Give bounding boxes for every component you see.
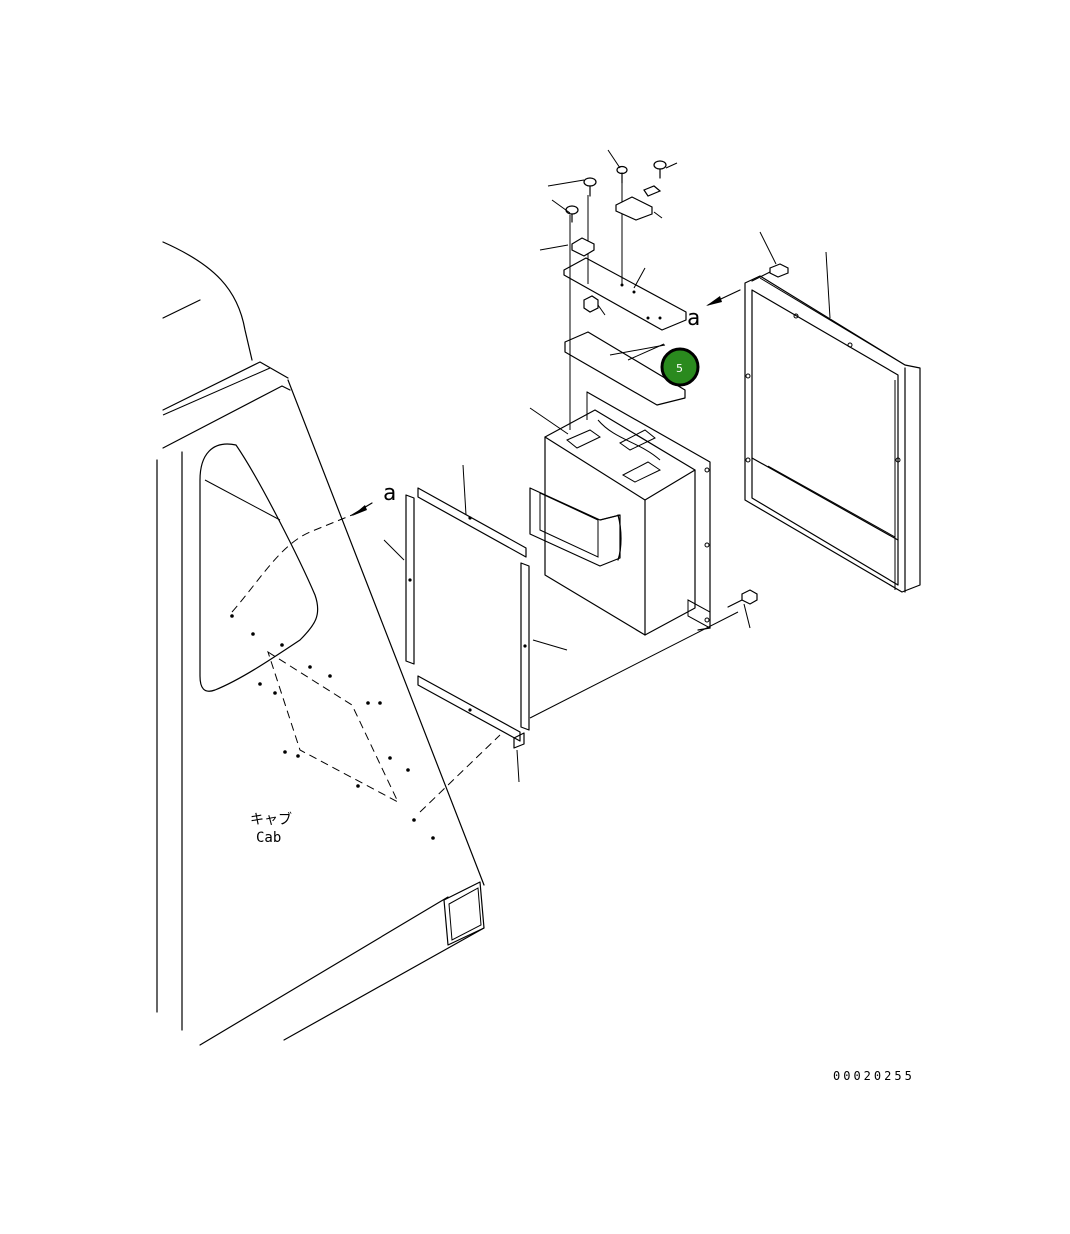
ref-arrow-left: a xyxy=(351,481,396,516)
screw-1 xyxy=(565,205,579,223)
leader-lines xyxy=(529,343,665,435)
ref-label-a-top: a xyxy=(687,306,700,331)
callout-number: 5 xyxy=(676,362,683,375)
cab-body xyxy=(156,241,485,1046)
outer-frame-cover xyxy=(744,251,921,593)
cab-label-english: Cab xyxy=(256,830,281,846)
screws xyxy=(547,149,678,223)
mounting-outline xyxy=(230,514,501,840)
gasket-strips xyxy=(383,464,739,783)
ref-arrow-top: a xyxy=(687,289,741,331)
bolt-upper xyxy=(751,231,789,282)
air-duct-box xyxy=(529,391,711,636)
ref-label-a-left: a xyxy=(383,481,396,506)
gasket-plate xyxy=(564,331,686,406)
bolt-lower xyxy=(727,589,758,629)
screw-3 xyxy=(616,165,628,184)
hinge-brackets xyxy=(539,185,663,257)
screw-4 xyxy=(653,160,667,179)
cover-plate xyxy=(563,180,687,430)
drawing-number: 00020255 xyxy=(833,1069,915,1083)
screw-2 xyxy=(583,177,597,197)
callout-5[interactable]: 5 xyxy=(660,347,700,387)
cab-label-japanese: キャブ xyxy=(250,811,292,828)
